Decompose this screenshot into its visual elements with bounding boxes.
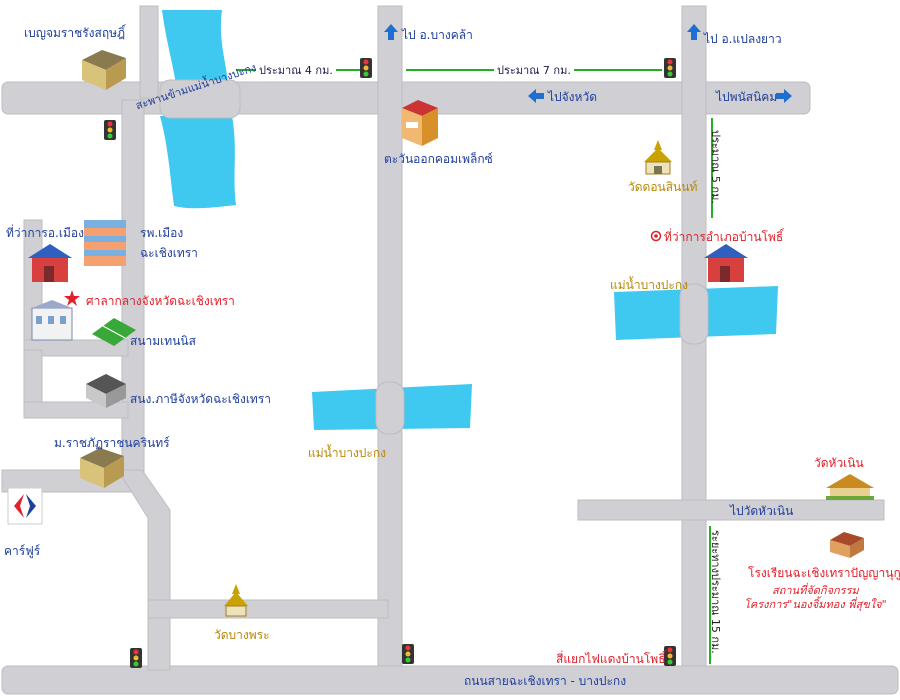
label-wat-bangphra: วัดบางพระ bbox=[214, 628, 270, 642]
target-marker-icon bbox=[650, 230, 662, 242]
label-amphoe-mueang: ที่ว่าการอ.เมือง bbox=[6, 226, 84, 240]
tennis-court-icon bbox=[92, 318, 136, 346]
traffic-light-icon bbox=[402, 644, 414, 664]
label-tennis: สนามเทนนิส bbox=[130, 334, 196, 348]
label-main-road: ถนนสายฉะเชิงเทรา - บางปะกง bbox=[464, 674, 627, 688]
road-right-vertical bbox=[681, 5, 707, 695]
label-distance-4km: ประมาณ 4 กม. bbox=[256, 64, 336, 77]
label-benjama: เบญจมราชรังสฤษฎิ์ bbox=[24, 26, 126, 40]
label-ban-pho-junction: สี่แยกไฟแดงบ้านโพธิ์ bbox=[556, 652, 666, 666]
hospital-building-icon bbox=[84, 220, 126, 266]
wat-huanoen-icon bbox=[826, 474, 874, 500]
bridge-east bbox=[679, 283, 709, 345]
bridge-top bbox=[159, 79, 241, 119]
provincial-hall-icon bbox=[31, 300, 73, 341]
carrefour-logo-icon bbox=[7, 487, 43, 525]
label-tax-office: สนง.ภาษีจังหวัดฉะเชิงเทรา bbox=[130, 392, 272, 406]
label-to-bangkhla: ไป อ.บางคล้า bbox=[402, 28, 473, 42]
mueang-office-icon bbox=[28, 244, 72, 282]
label-rajabhat: ม.ราชภัฏราชนครินทร์ bbox=[54, 436, 170, 450]
label-distance-5km: ประมาณ 5 กม. bbox=[709, 130, 722, 204]
road-diagonal bbox=[117, 469, 171, 671]
road-side-left-2 bbox=[23, 339, 129, 357]
label-wat-sothon: วัดดอนสินนท์ bbox=[628, 180, 698, 194]
benjama-building-icon bbox=[82, 50, 126, 90]
landmarks bbox=[7, 50, 874, 617]
target-marker-dot-icon bbox=[654, 234, 658, 238]
label-tawan-ok: ตะวันออกคอมเพล็กซ์ bbox=[384, 152, 493, 166]
label-wat-huanoen: วัดหัวเนิน bbox=[814, 456, 864, 470]
tax-office-icon bbox=[86, 374, 126, 408]
traffic-light-icon bbox=[664, 58, 676, 78]
court-star-icon bbox=[64, 290, 80, 306]
label-school: โรงเรียนฉะเชิงเทราปัญญานุกูล bbox=[748, 566, 900, 580]
label-distance-15km: ระยะทางประมาณ 15 กม. bbox=[709, 530, 722, 654]
arrow-up-bangkhla-icon bbox=[384, 24, 398, 40]
label-school-sub1: สถานที่จัดกิจกรรม bbox=[772, 584, 859, 597]
label-hospital-line2: ฉะเชิงเทรา bbox=[140, 246, 198, 260]
label-to-plaengyao: ไป อ.แปลงยาว bbox=[704, 32, 782, 46]
label-to-province: ไปจังหวัด bbox=[548, 90, 597, 104]
traffic-light-icon bbox=[664, 646, 676, 666]
tawan-ok-building-icon bbox=[402, 100, 438, 146]
arrow-left-province-icon bbox=[528, 89, 544, 103]
rajabhat-building-icon bbox=[80, 448, 124, 488]
traffic-light-icon bbox=[360, 58, 372, 78]
ban-pho-office-icon bbox=[704, 244, 748, 282]
road-bottom-horizontal bbox=[1, 665, 899, 695]
label-to-wat-huanoen: ไปวัดหัวเนิน bbox=[730, 504, 794, 518]
traffic-light-icon bbox=[130, 648, 142, 668]
road-center-vertical bbox=[377, 5, 403, 695]
arrow-right-phanom-icon bbox=[776, 89, 792, 103]
bridge-center bbox=[375, 381, 405, 435]
direction-arrows bbox=[384, 24, 792, 103]
traffic-lights bbox=[104, 58, 676, 668]
label-river-east: แม่น้ำบางปะกง bbox=[610, 278, 688, 292]
label-school-sub2: โครงการ"นองจิ้มทอง พี่สุขใจ" bbox=[744, 598, 887, 611]
arrow-up-plaengyao-icon bbox=[687, 24, 701, 40]
label-to-phanom: ไปพนัสนิคม bbox=[716, 90, 778, 104]
river-segment-upper bbox=[160, 116, 236, 209]
label-carrefour: คาร์ฟูร์ bbox=[4, 544, 41, 558]
label-hospital-line1: รพ.เมือง bbox=[140, 226, 184, 240]
label-court: ศาลากลางจังหวัดฉะเชิงเทรา bbox=[86, 294, 235, 308]
road-wat-huanoen bbox=[577, 499, 885, 521]
road-wat-bangphra bbox=[147, 599, 389, 619]
river-segment-north bbox=[162, 10, 228, 84]
wat-bangphra-icon bbox=[224, 584, 248, 617]
label-ban-pho-office: ที่ว่าการอำเภอบ้านโพธิ์ bbox=[664, 230, 784, 244]
school-building-icon bbox=[830, 532, 864, 558]
label-river-mid: แม่น้ำบางปะกง bbox=[308, 446, 386, 460]
label-distance-7km: ประมาณ 7 กม. bbox=[494, 64, 574, 77]
road-top-short-left bbox=[139, 5, 159, 99]
temple-icon bbox=[644, 140, 672, 175]
traffic-light-icon bbox=[104, 120, 116, 140]
